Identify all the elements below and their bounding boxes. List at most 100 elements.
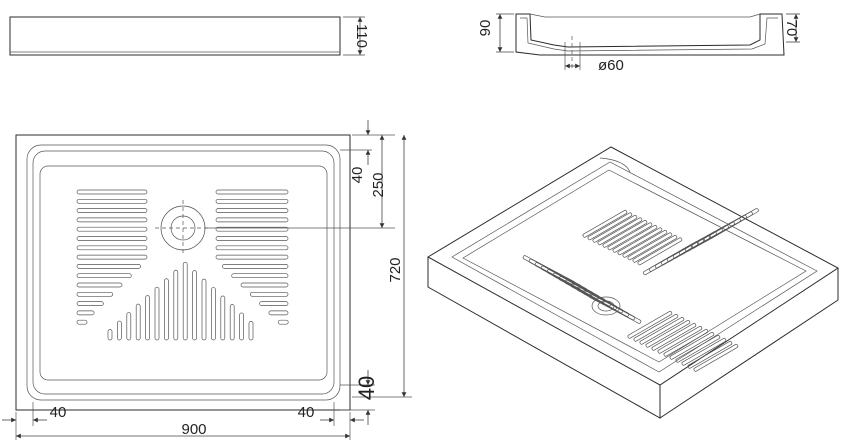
- grip-slot: [602, 219, 648, 248]
- grip-slot: [617, 227, 663, 256]
- grip-slot: [564, 279, 618, 310]
- grip-slot: [117, 320, 122, 341]
- grip-slot: [76, 226, 148, 232]
- grip-slot: [558, 276, 612, 307]
- grip-slot: [528, 258, 582, 289]
- grip-slot: [231, 273, 289, 279]
- isometric-view: [426, 146, 839, 419]
- dim-width: 900: [181, 421, 206, 438]
- grip-slot: [76, 245, 148, 251]
- grip-slot: [76, 264, 141, 269]
- grip-slot: [107, 329, 113, 341]
- grip-slot: [669, 331, 715, 360]
- grip-slot: [76, 291, 114, 297]
- grip-slot: [145, 295, 150, 341]
- grip-slots-right: [215, 189, 289, 325]
- dim-edge-left: 40: [50, 404, 67, 421]
- grip-slot: [637, 237, 683, 266]
- grip-slot: [612, 224, 658, 253]
- dim-drain-diameter: ø60: [598, 57, 624, 74]
- side-elevation-view: 110: [9, 16, 370, 56]
- iso-grip-slots: [522, 208, 759, 372]
- grip-slot: [651, 322, 697, 351]
- grip-slot: [76, 310, 95, 316]
- grip-slot: [76, 208, 148, 213]
- grip-slots-left: [76, 189, 148, 325]
- grip-slot: [632, 234, 678, 263]
- grip-slot: [76, 301, 104, 306]
- grip-slot: [76, 217, 148, 223]
- grip-slot: [211, 287, 216, 341]
- grip-slot: [76, 273, 132, 279]
- grip-slot: [222, 264, 289, 269]
- grip-slot: [675, 334, 721, 363]
- grip-slot: [215, 245, 289, 251]
- grip-slot: [239, 312, 244, 341]
- grip-slot: [220, 295, 226, 341]
- grip-slot: [597, 217, 643, 246]
- grip-slot: [645, 319, 691, 348]
- iso-drain: [591, 296, 621, 316]
- grip-slot: [201, 278, 207, 341]
- grip-slot: [76, 254, 148, 260]
- dim-profile-height: 90: [477, 20, 494, 37]
- grip-slot: [192, 270, 197, 341]
- grip-slot: [76, 189, 148, 195]
- grip-slot: [663, 328, 709, 357]
- dim-edge-top: 40: [349, 167, 366, 184]
- grip-slot: [126, 312, 132, 341]
- grip-slot: [708, 208, 759, 239]
- dim-drain-offset: 250: [370, 172, 387, 197]
- grip-slot: [546, 269, 600, 300]
- grip-slot: [622, 229, 668, 258]
- grip-slot: [657, 325, 703, 354]
- grip-slot: [552, 272, 606, 303]
- grip-slot: [582, 209, 628, 238]
- grip-slot: [268, 310, 289, 316]
- grip-slot: [182, 261, 188, 341]
- grip-slot: [215, 226, 289, 232]
- grip-slot: [681, 337, 727, 366]
- grip-slot: [277, 319, 289, 325]
- grip-slot: [76, 236, 148, 241]
- section-profile-view: ø60 90 70: [477, 13, 800, 74]
- grip-slot: [587, 212, 633, 241]
- grip-slot: [534, 262, 588, 293]
- grip-slot: [570, 283, 624, 314]
- dim-depth: 720: [387, 257, 404, 282]
- grip-slot: [76, 282, 123, 288]
- grip-slots-bottom: [107, 261, 254, 341]
- dim-edge-bottom: 40: [354, 376, 379, 400]
- dim-top-height: 110: [353, 24, 370, 48]
- plan-view: 40 250 720 40 40 40 900: [2, 120, 412, 440]
- grip-slot: [229, 304, 235, 341]
- grip-slot: [588, 293, 642, 324]
- dim-edge-right: 40: [298, 404, 315, 421]
- grip-slot: [592, 214, 638, 243]
- grip-slot: [215, 236, 289, 241]
- grip-slot: [687, 340, 733, 369]
- grip-slot: [576, 286, 630, 317]
- grip-slot: [248, 321, 254, 341]
- grip-slot: [76, 319, 88, 325]
- grip-slot: [154, 286, 160, 341]
- grip-slot: [259, 301, 289, 306]
- grip-slot: [173, 269, 179, 341]
- grip-slot: [633, 313, 679, 342]
- dim-profile-inner: 70: [783, 20, 800, 37]
- grip-slot: [215, 208, 289, 213]
- grip-slot: [76, 198, 148, 204]
- grip-slot: [215, 217, 289, 223]
- grip-slot: [607, 222, 653, 251]
- grip-slot: [215, 254, 289, 260]
- grip-slot: [540, 265, 594, 296]
- grip-slot: [582, 290, 636, 321]
- grip-slot: [693, 343, 739, 372]
- grip-slot: [164, 278, 169, 341]
- grip-slot: [215, 189, 289, 195]
- grip-slot: [627, 310, 673, 339]
- grip-slot: [240, 282, 289, 288]
- grip-slot: [522, 255, 576, 286]
- grip-slot: [249, 291, 289, 297]
